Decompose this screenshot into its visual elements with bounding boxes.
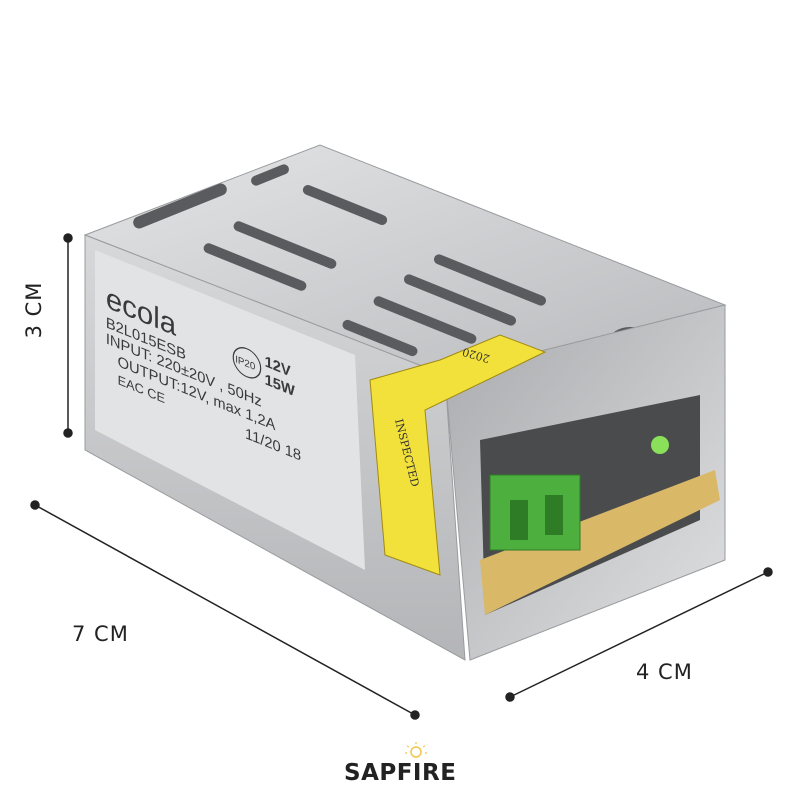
led-indicator bbox=[651, 436, 669, 454]
length-dimension-label: 7 CM bbox=[72, 622, 129, 646]
logo-bulb-icon bbox=[405, 742, 427, 758]
product-label bbox=[95, 250, 365, 570]
dimension-lines bbox=[30, 233, 773, 720]
terminal-block bbox=[489, 474, 581, 551]
pcb-board bbox=[480, 470, 720, 615]
qc-sticker bbox=[369, 334, 547, 576]
height-dimension-label: 3 CM bbox=[22, 281, 46, 339]
width-dimension-label: 4 CM bbox=[636, 660, 693, 684]
sapfire-logo: SAPFIRE bbox=[344, 760, 457, 786]
